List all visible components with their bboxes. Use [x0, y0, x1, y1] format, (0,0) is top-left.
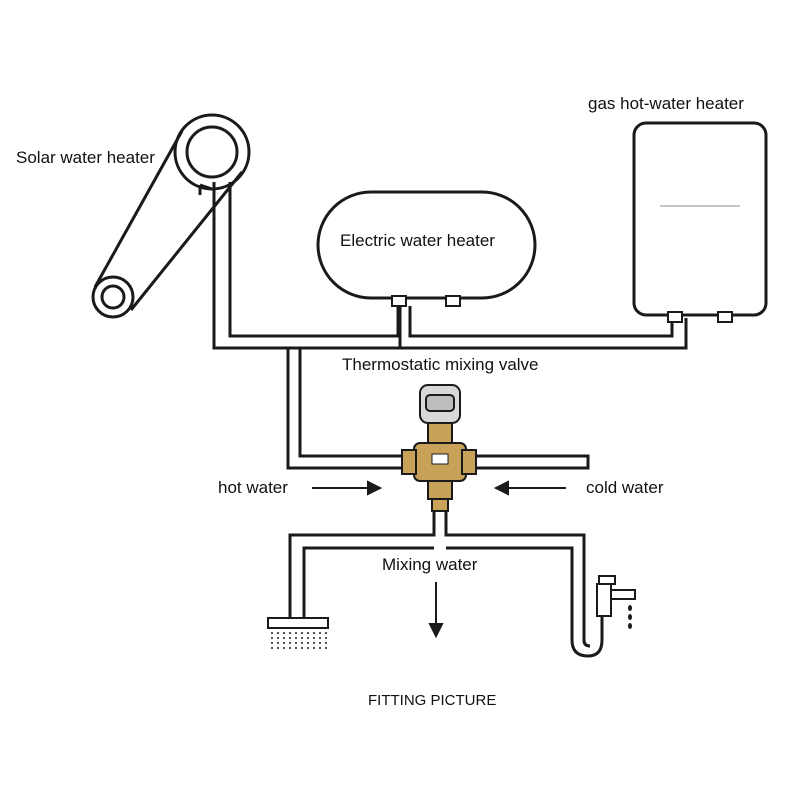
electric-pipes	[396, 306, 688, 350]
electric-water-heater	[316, 190, 537, 307]
label-electric-water-heater: Electric water heater	[340, 231, 495, 250]
cold-supply-pipe	[466, 454, 590, 470]
label-solar-water-heater: Solar water heater	[16, 148, 155, 167]
label-fitting-picture: FITTING PICTURE	[368, 692, 497, 709]
label-cold-water: cold water	[586, 478, 664, 497]
mixed-water-pipes	[288, 511, 586, 620]
label-mixing-water: Mixing water	[382, 555, 478, 574]
label-hot-water: hot water	[218, 478, 288, 497]
water-drops-icon	[628, 605, 632, 629]
cold-water-arrow	[493, 480, 566, 496]
gas-hot-water-heater	[632, 121, 768, 323]
thermostatic-mixing-valve	[401, 384, 477, 512]
solar-water-heater	[91, 113, 251, 319]
hot-water-arrow	[312, 480, 383, 496]
solar-pipes	[212, 182, 402, 350]
label-thermostatic-mixing-valve: Thermostatic mixing valve	[342, 355, 539, 374]
label-gas-hot-water-heater: gas hot-water heater	[588, 94, 744, 113]
faucet-icon	[570, 575, 636, 658]
hot-supply-pipe	[286, 348, 402, 470]
shower-head-icon	[267, 617, 329, 652]
mixing-water-arrow	[428, 582, 444, 639]
